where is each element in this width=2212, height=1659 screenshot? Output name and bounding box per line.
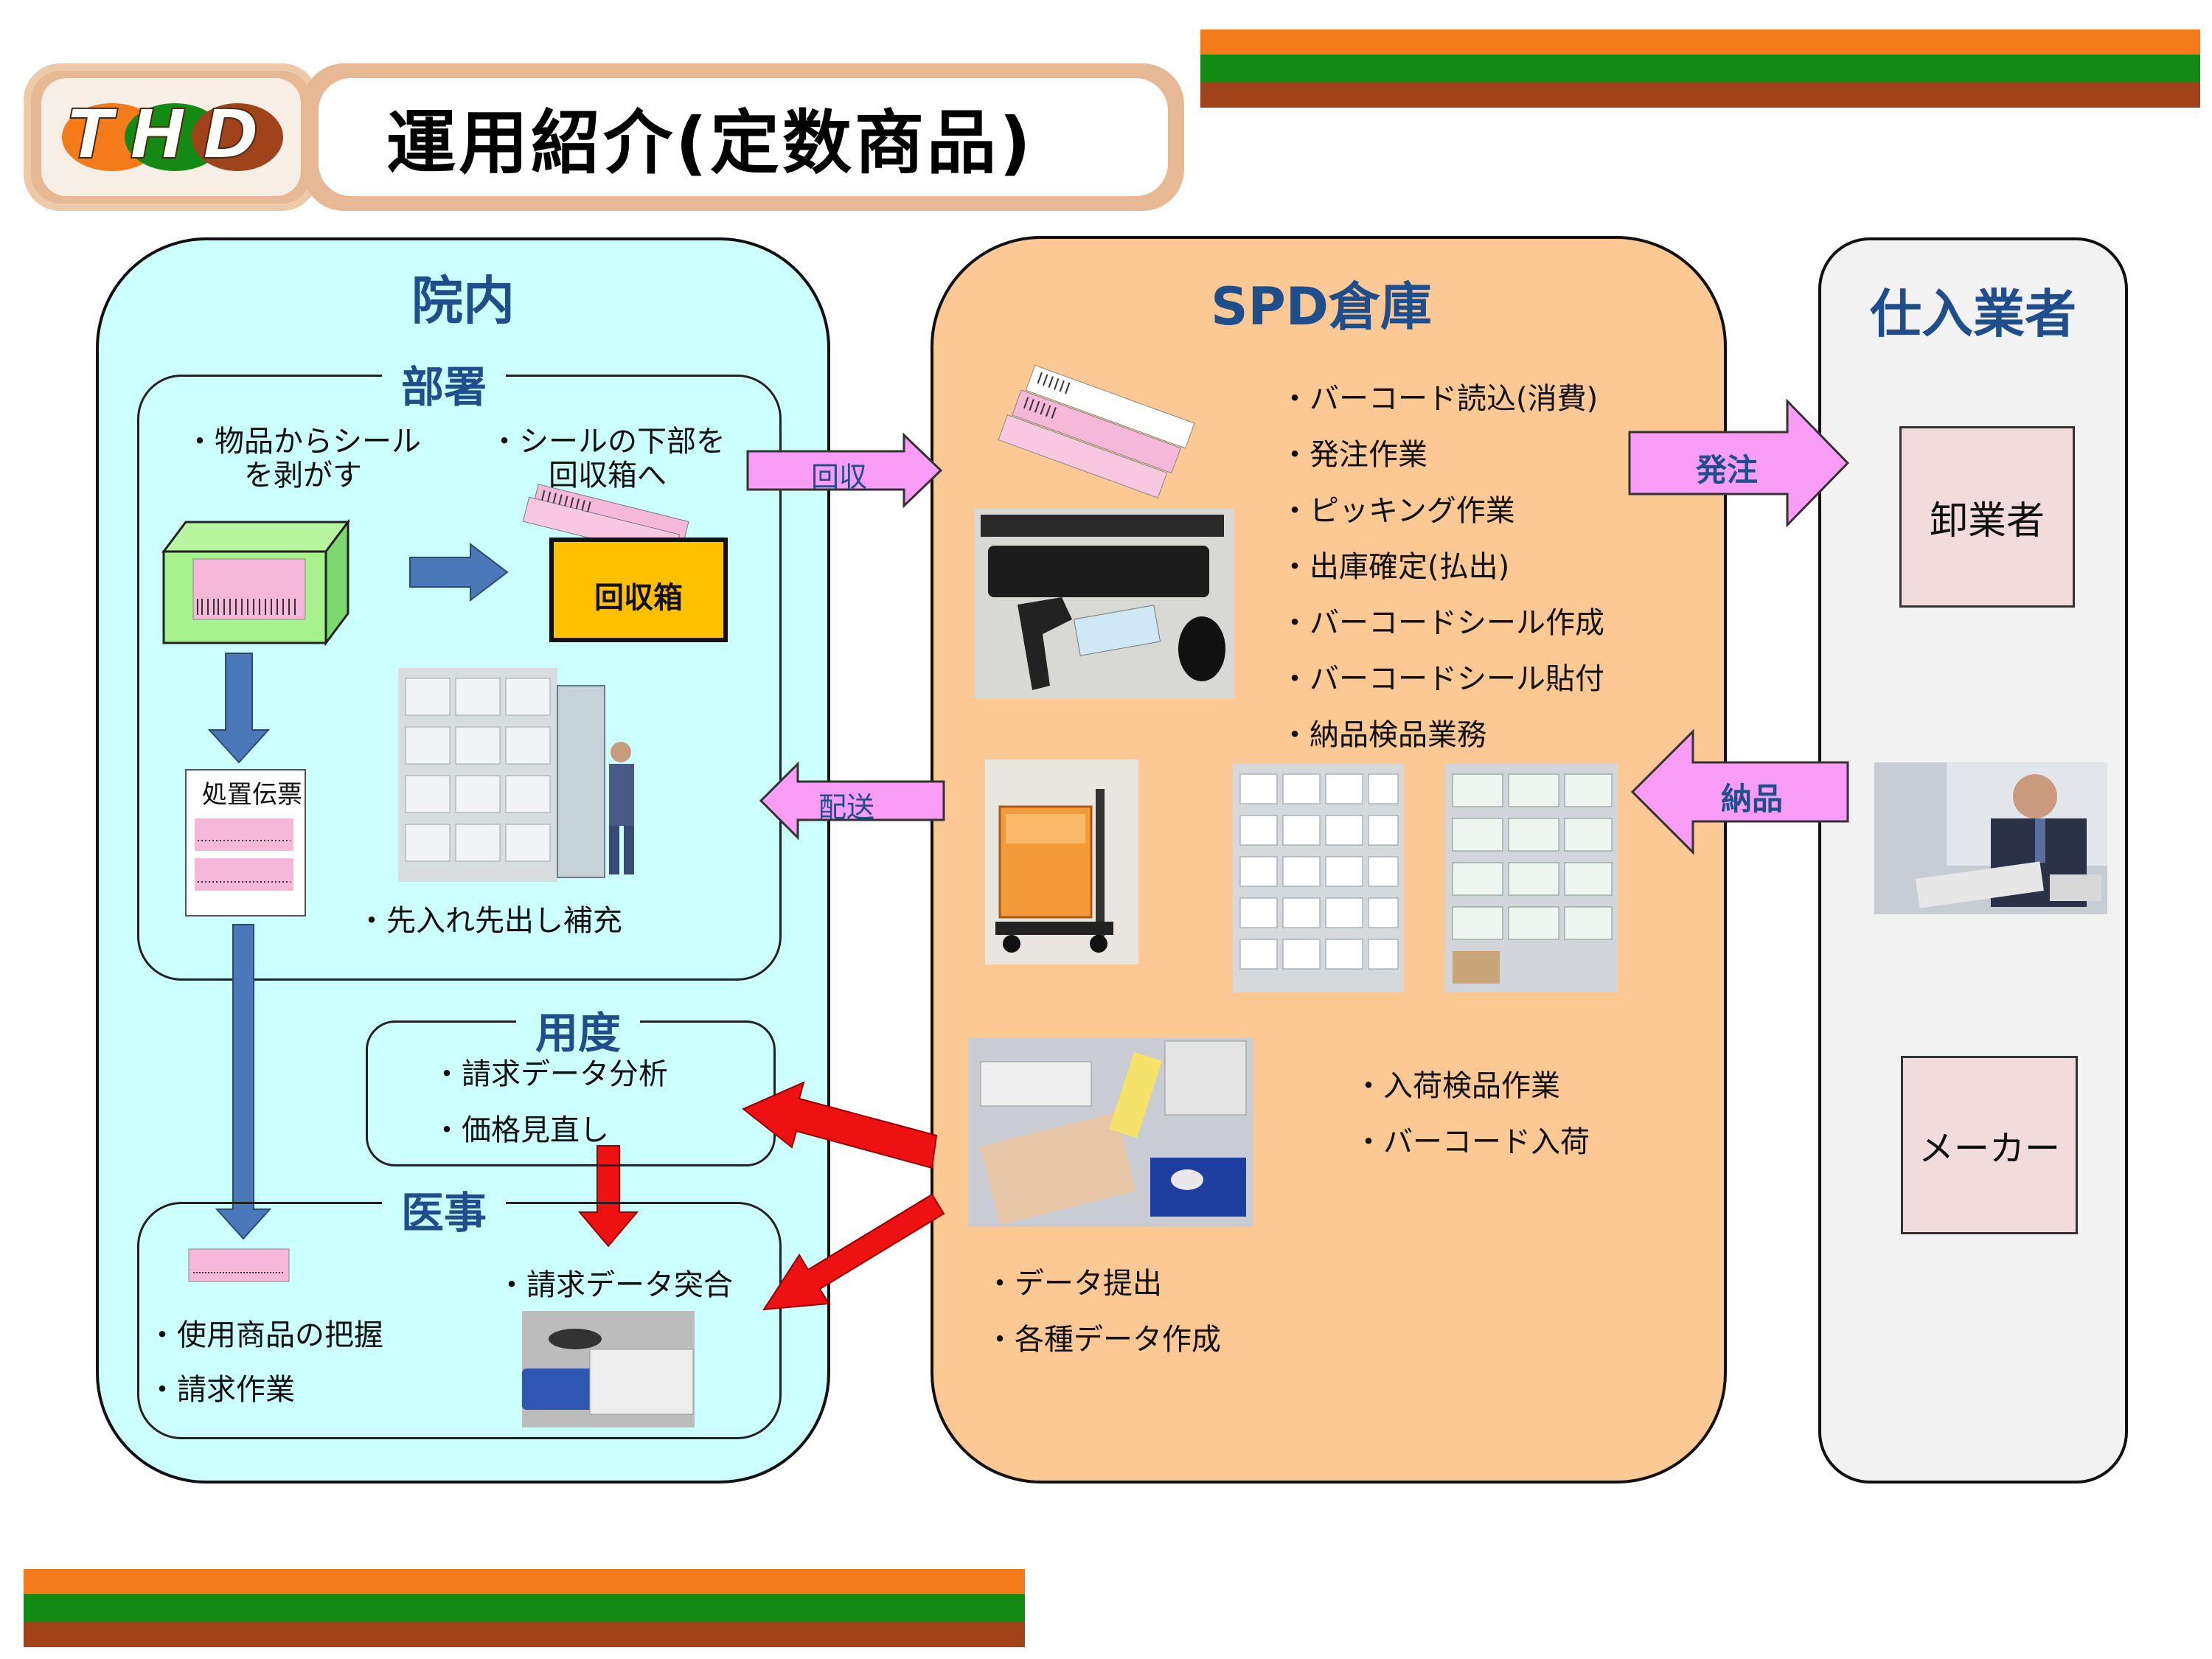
thd-logo-icon: THD bbox=[62, 94, 283, 175]
wholesaler-box: 卸業者 bbox=[1899, 426, 2075, 608]
warehouse-task-7: ・納品検品業務 bbox=[1280, 718, 1486, 752]
medical-heading: 医事 bbox=[382, 1178, 507, 1240]
receiving-item-1: ・入荷検品作業 bbox=[1354, 1069, 1560, 1103]
warehouse-heading: SPD倉庫 bbox=[1211, 276, 1432, 337]
medical-match: ・請求データ突合 bbox=[497, 1268, 733, 1302]
step1-line1: ・物品からシール bbox=[185, 425, 421, 459]
collection-box-label: 回収箱 bbox=[594, 581, 683, 615]
footer-stripe-green bbox=[24, 1594, 1025, 1622]
data-item-2: ・各種データ作成 bbox=[985, 1323, 1221, 1357]
warehouse-task-2: ・発注作業 bbox=[1280, 438, 1427, 472]
step1-line2: を剥がす bbox=[244, 459, 362, 493]
data-item-1: ・データ提出 bbox=[985, 1267, 1162, 1301]
medical-item-2: ・請求作業 bbox=[147, 1373, 295, 1407]
warehouse-task-4: ・出庫確定(払出) bbox=[1280, 550, 1510, 584]
warehouse-task-6: ・バーコードシール貼付 bbox=[1280, 662, 1604, 696]
medical-item-1: ・使用商品の把握 bbox=[147, 1318, 383, 1352]
title-banner: 運用紹介(定数商品) bbox=[302, 63, 1184, 211]
supplies-heading: 用度 bbox=[516, 998, 641, 1060]
warehouse-task-3: ・ピッキング作業 bbox=[1280, 494, 1515, 528]
replenish-text: ・先入れ先出し補充 bbox=[357, 904, 622, 938]
logo-text: THD bbox=[67, 95, 275, 174]
receiving-item-2: ・バーコード入荷 bbox=[1354, 1125, 1590, 1159]
header-stripe-green bbox=[1200, 55, 2200, 83]
treatment-slip-label: 処置伝票 bbox=[202, 780, 302, 810]
supplies-item-2: ・価格見直し bbox=[432, 1113, 609, 1147]
warehouse-task-5: ・バーコードシール作成 bbox=[1280, 606, 1604, 640]
department-heading: 部署 bbox=[382, 352, 507, 414]
deliver-arrow-label: 配送 bbox=[818, 791, 875, 824]
order-arrow-label: 発注 bbox=[1696, 452, 1759, 488]
footer-stripe-brown bbox=[24, 1622, 1025, 1647]
header-stripe-brown bbox=[1200, 83, 2200, 108]
footer-stripe-orange bbox=[24, 1569, 1025, 1594]
step2-line2: 回収箱へ bbox=[549, 459, 667, 493]
maker-box: メーカー bbox=[1901, 1056, 2078, 1234]
warehouse-task-1: ・バーコード読込(消費) bbox=[1280, 382, 1599, 416]
supplier-heading: 仕入業者 bbox=[1870, 284, 2076, 344]
supplier-panel bbox=[1818, 237, 2128, 1484]
header-stripe-orange bbox=[1200, 29, 2200, 55]
supplies-item-1: ・請求データ分析 bbox=[432, 1057, 668, 1091]
delivery-arrow-label: 納品 bbox=[1721, 781, 1784, 817]
hospital-heading: 院内 bbox=[411, 271, 515, 331]
collect-arrow-label: 回収 bbox=[811, 461, 868, 493]
step2-line1: ・シールの下部を bbox=[490, 425, 726, 459]
page-title: 運用紹介(定数商品) bbox=[386, 103, 1034, 184]
logo: THD bbox=[24, 63, 319, 211]
